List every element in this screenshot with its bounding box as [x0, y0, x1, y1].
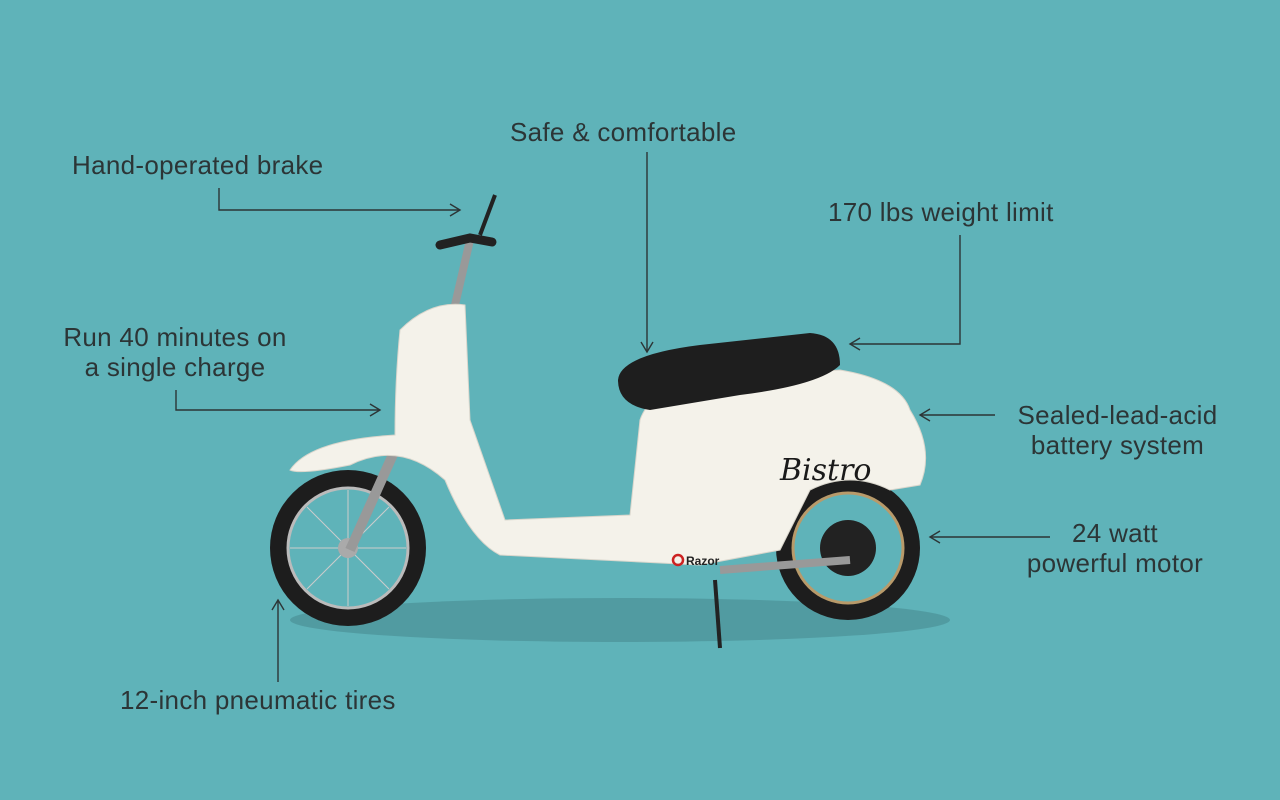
brake-lever	[478, 194, 497, 236]
label-battery-line1: Sealed-lead-acid	[1017, 400, 1218, 430]
brake-arrow	[218, 188, 462, 217]
front-fork	[345, 447, 400, 553]
brand-logo: Razor	[686, 554, 720, 568]
swingarm	[719, 556, 851, 574]
label-run-time: Run 40 minutes on a single charge	[30, 322, 320, 382]
ground-shadow	[290, 598, 950, 642]
label-motor: 24 watt powerful motor	[1000, 518, 1230, 578]
handlebar-stem	[451, 239, 474, 306]
label-tires: 12-inch pneumatic tires	[120, 685, 396, 715]
label-run-line1: Run 40 minutes on	[63, 322, 287, 352]
model-script-logo: Bistro	[779, 453, 872, 488]
label-weight: 170 lbs weight limit	[828, 197, 1054, 227]
weight-arrow	[848, 235, 961, 351]
kickstand	[713, 579, 722, 649]
label-run-line2: a single charge	[84, 352, 266, 382]
label-brake: Hand-operated brake	[72, 150, 324, 180]
label-battery-line2: battery system	[1030, 430, 1205, 460]
label-motor-line2: powerful motor	[1026, 548, 1204, 578]
run-time-arrow	[175, 390, 382, 417]
rear-wheel	[776, 476, 920, 620]
label-motor-line1: 24 watt	[1072, 518, 1158, 548]
razor-logo-mark	[671, 553, 685, 567]
seat	[618, 333, 840, 410]
label-comfort: Safe & comfortable	[510, 117, 737, 147]
label-battery: Sealed-lead-acid battery system	[1000, 400, 1235, 460]
handlebar	[435, 233, 497, 250]
